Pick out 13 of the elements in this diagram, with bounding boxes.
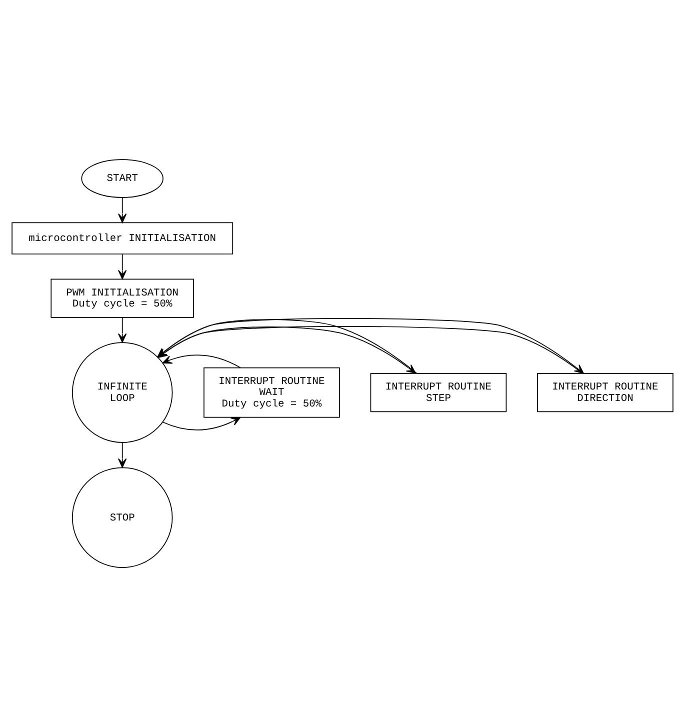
node-circle: STOP xyxy=(72,467,173,568)
arrow xyxy=(162,417,241,430)
node-box: INTERRUPT ROUTINE WAIT Duty cycle = 50% xyxy=(204,367,340,418)
arrow xyxy=(118,317,127,343)
node-box: PWM INITIALISATION Duty cycle = 50% xyxy=(50,278,194,318)
arrow xyxy=(118,254,127,280)
arrow xyxy=(118,442,127,468)
node-ellipse: START xyxy=(81,159,164,198)
node-box: INTERRUPT ROUTINE STEP xyxy=(370,372,507,412)
arrow xyxy=(118,197,127,223)
arrow xyxy=(162,354,241,368)
node-box: microcontroller INITIALISATION xyxy=(12,222,234,254)
node-box: INTERRUPT ROUTINE DIRECTION xyxy=(537,372,674,412)
